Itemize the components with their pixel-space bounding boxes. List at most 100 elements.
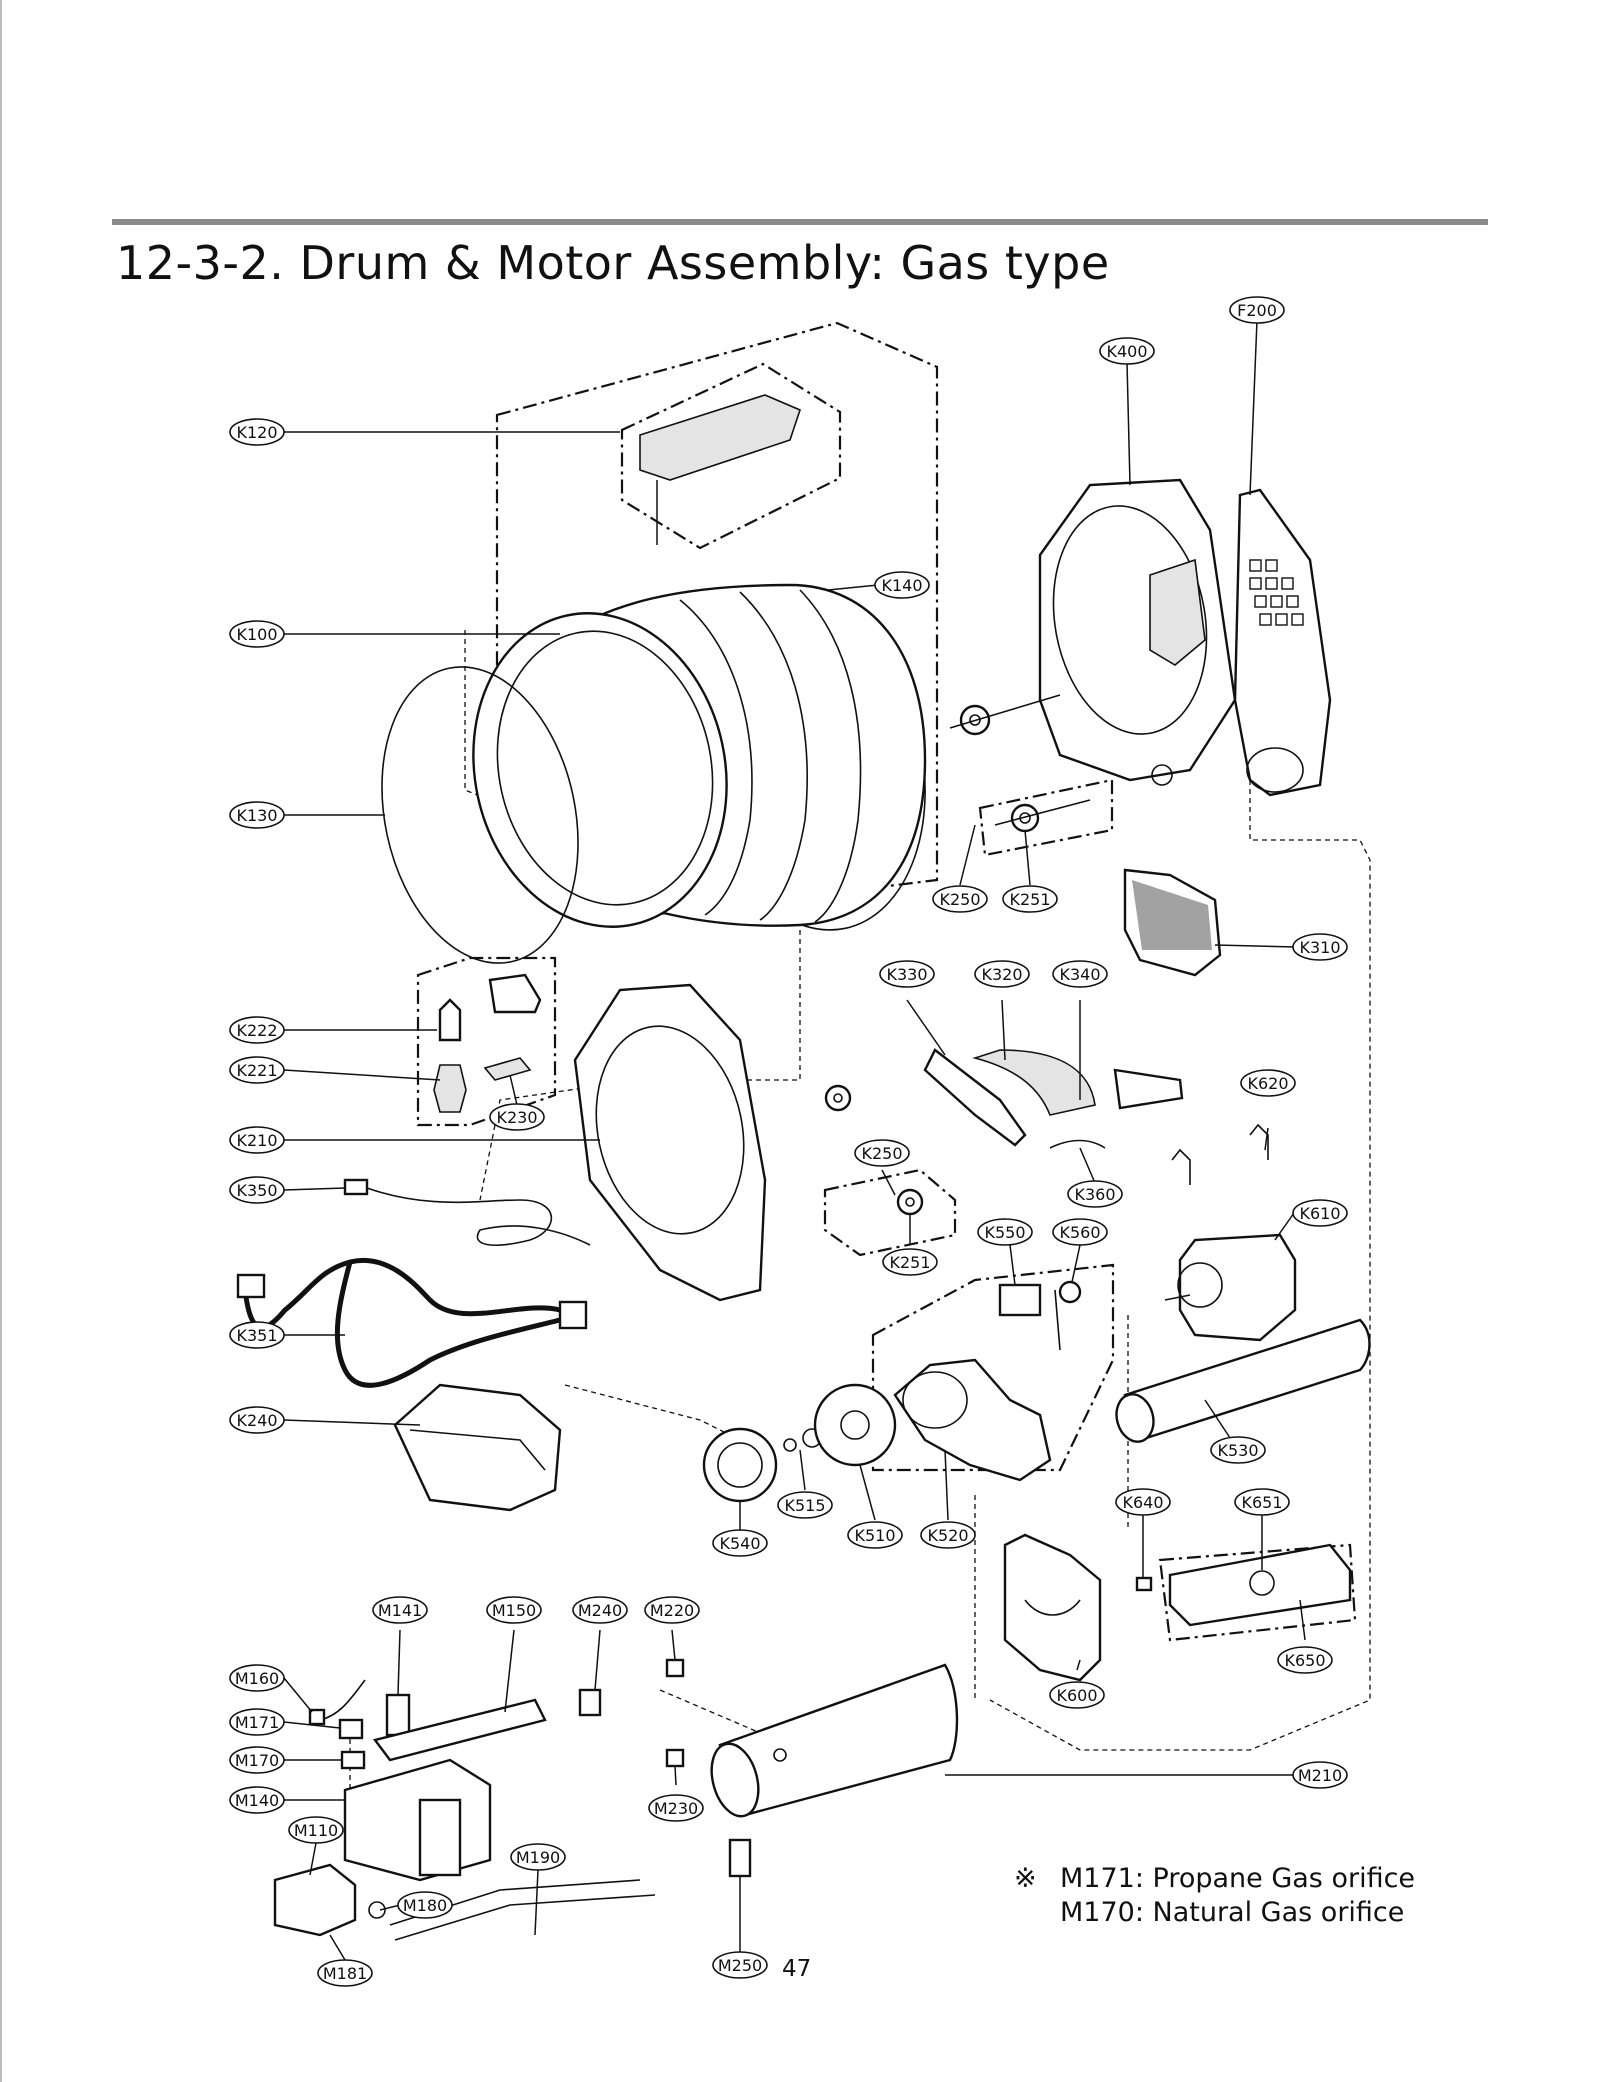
lamp-parts — [433, 973, 542, 1113]
gas-burner-assembly — [273, 1658, 752, 1941]
duct-group-boundary — [871, 1263, 1115, 1472]
exhaust-duct-body — [1233, 488, 1332, 797]
callout-label: K550 — [984, 1223, 1025, 1242]
callout-k515: K515 — [777, 1491, 833, 1519]
callout-label: K400 — [1106, 342, 1147, 361]
callout-label: K515 — [784, 1496, 825, 1515]
orifice-note: ※M171: Propane Gas orifice M170: Natural… — [1014, 1862, 1415, 1930]
callout-k210: K210 — [229, 1126, 285, 1154]
callout-label: K520 — [927, 1526, 968, 1545]
front-bulkhead-body — [573, 983, 767, 1302]
callout-label: M210 — [1298, 1766, 1342, 1785]
callout-bubble — [229, 1126, 285, 1154]
lint-filter — [1123, 868, 1222, 977]
blower-housing — [893, 1358, 1052, 1482]
callout-label: M140 — [235, 1791, 279, 1810]
callout-k230: K230 — [489, 1103, 545, 1131]
callout-k351: K351 — [229, 1321, 285, 1349]
callout-label: K100 — [236, 625, 277, 644]
sensor-parts — [998, 1280, 1082, 1351]
callout-k620: K620 — [1240, 1069, 1296, 1097]
callout-m160: M160 — [229, 1664, 285, 1692]
callout-bubble — [397, 1891, 453, 1919]
callout-label: K640 — [1122, 1493, 1163, 1512]
group-boundaries — [416, 321, 1357, 1642]
callout-bubble — [1292, 1761, 1348, 1789]
callout-label: K350 — [236, 1181, 277, 1200]
callout-label: M110 — [294, 1821, 338, 1840]
callout-label: M141 — [378, 1601, 422, 1620]
front-bulkhead — [573, 983, 924, 1302]
callout-label: M190 — [516, 1848, 560, 1867]
callout-bubble — [1240, 1069, 1296, 1097]
drum-front-opening — [496, 630, 714, 906]
callout-bubble — [1052, 960, 1108, 988]
callout-m190: M190 — [510, 1843, 566, 1871]
burner-tube — [710, 1663, 959, 1818]
blower-gasket — [702, 1427, 778, 1503]
callout-bubble — [489, 1103, 545, 1131]
callout-m210: M210 — [1292, 1761, 1348, 1789]
callout-bubble — [1292, 1199, 1348, 1227]
lifter-group-boundary — [620, 362, 842, 550]
rear-bearing-parts — [949, 694, 1091, 833]
callout-bubble — [712, 1951, 768, 1979]
callout-bubble — [1234, 1488, 1290, 1516]
header-rule — [112, 219, 1488, 225]
callout-bubble — [932, 885, 988, 913]
callout-label: M160 — [235, 1669, 279, 1688]
callout-label: M150 — [492, 1601, 536, 1620]
wire-harnesses — [236, 1178, 591, 1388]
drum-assembly — [381, 394, 927, 964]
callout-label: K310 — [1299, 938, 1340, 957]
callout-label: M250 — [718, 1956, 762, 1975]
callout-label: K610 — [1299, 1204, 1340, 1223]
callout-label: K210 — [236, 1131, 277, 1150]
callout-label: M170 — [235, 1751, 279, 1770]
callout-bubble — [847, 1521, 903, 1549]
callout-label: K140 — [881, 576, 922, 595]
callout-label: K240 — [236, 1411, 277, 1430]
callout-k600: K600 — [1049, 1681, 1105, 1709]
callout-k650: K650 — [1277, 1646, 1333, 1674]
reference-mark: ※ — [1014, 1863, 1037, 1894]
callout-m140: M140 — [229, 1786, 285, 1814]
callout-label: K230 — [496, 1108, 537, 1127]
page-number: 47 — [782, 1956, 812, 1982]
callout-bubble — [1049, 1681, 1105, 1709]
blower-assembly — [702, 1358, 1052, 1503]
callout-k250: K250 — [854, 1139, 910, 1167]
callout-bubble — [486, 1596, 542, 1624]
callout-label: K250 — [861, 1144, 902, 1163]
callout-bubble — [1277, 1646, 1333, 1674]
callout-bubble — [648, 1794, 704, 1822]
callout-k400: K400 — [1099, 337, 1155, 365]
callout-label: K560 — [1059, 1223, 1100, 1242]
callout-bubble — [229, 1786, 285, 1814]
filter-housing-group-boundary — [1158, 1543, 1357, 1642]
callout-k100: K100 — [229, 620, 285, 648]
callout-m150: M150 — [486, 1596, 542, 1624]
callout-k340: K340 — [1052, 960, 1108, 988]
callout-m181: M181 — [317, 1959, 373, 1987]
orifice-note-line-1: ※M171: Propane Gas orifice — [1014, 1862, 1415, 1896]
page-title: 12-3-2. Drum & Motor Assembly: Gas type — [116, 236, 1110, 290]
drum-seal-ring — [381, 666, 579, 964]
callout-k550: K550 — [977, 1218, 1033, 1246]
callout-bubble — [229, 1746, 285, 1774]
callout-bubble — [712, 1529, 768, 1557]
callout-bubble — [879, 960, 935, 988]
callout-label: M171 — [235, 1713, 279, 1732]
callout-m141: M141 — [372, 1596, 428, 1624]
callout-bubble — [1292, 933, 1348, 961]
callout-m230: M230 — [648, 1794, 704, 1822]
callout-bubble — [1115, 1488, 1171, 1516]
callout-label: K222 — [236, 1021, 277, 1040]
callout-label: K330 — [886, 965, 927, 984]
callout-label: M220 — [650, 1601, 694, 1620]
callout-k330: K330 — [879, 960, 935, 988]
callout-label: K620 — [1247, 1074, 1288, 1093]
callout-label: K130 — [236, 806, 277, 825]
callout-bubble — [229, 1176, 285, 1204]
